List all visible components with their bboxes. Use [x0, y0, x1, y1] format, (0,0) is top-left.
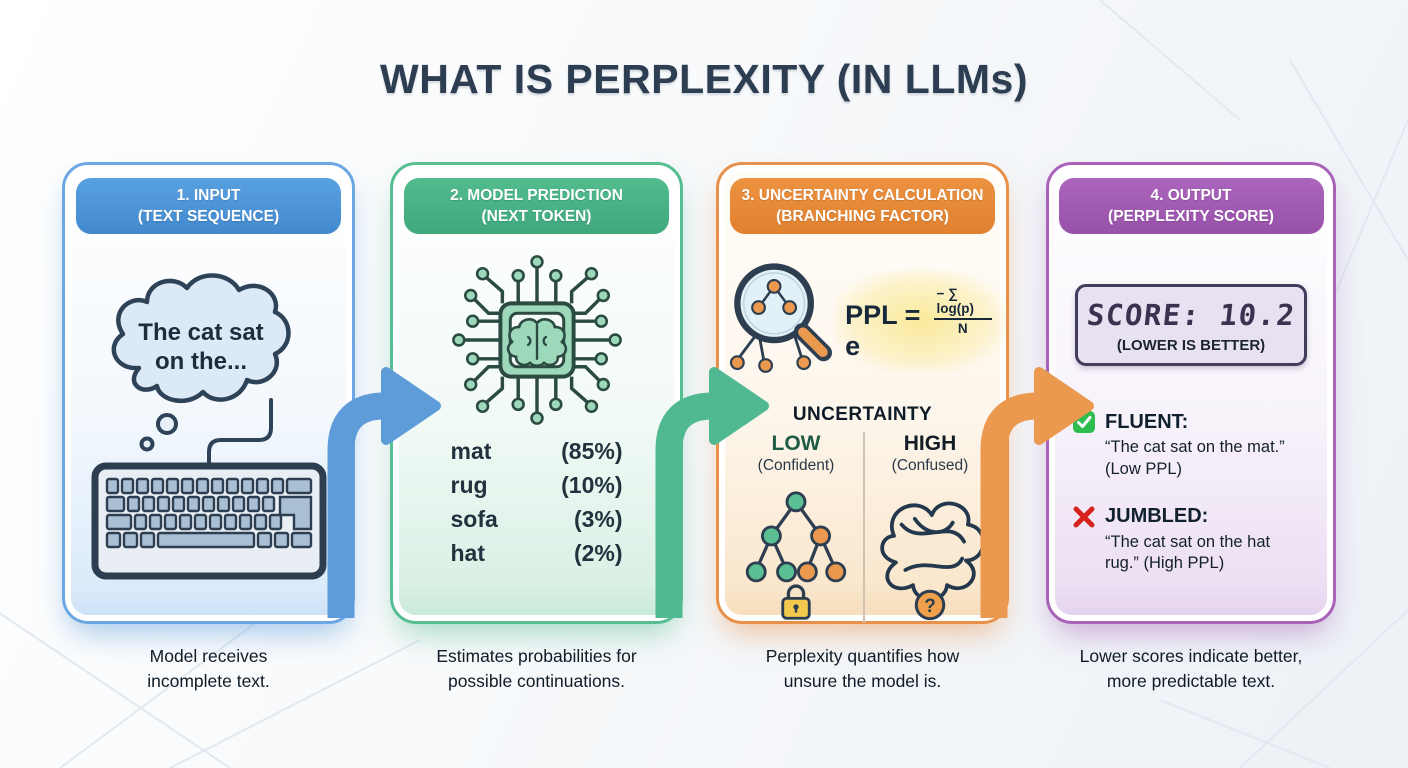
jumbled-text: “The cat sat on the hat rug.” (High PPL) [1105, 532, 1271, 573]
fluent-label: FLUENT: [1105, 410, 1189, 433]
uncertainty-heading: UNCERTAINTY [792, 404, 933, 425]
token-word: rug [450, 472, 488, 498]
card-output-title: 4. OUTPUT [1150, 186, 1232, 204]
uncertainty-columns: LOW (Confident) [730, 432, 996, 623]
caption-uncertainty: Perplexity quantifies how unsure the mod… [765, 646, 960, 691]
card-input: 1. INPUT (TEXT SEQUENCE) The cat sat on … [62, 162, 355, 624]
keyboard-icon [91, 462, 326, 580]
score-value: SCORE: 10.2 [1084, 298, 1298, 332]
token-prob: (2%) [573, 540, 623, 566]
perplexity-formula: PPL = e − ∑ log(p) N [835, 270, 1006, 372]
caption-model-prediction: Estimates probabilities for possible con… [436, 646, 637, 691]
card-output-body: SCORE: 10.2 (LOWER IS BETTER) FLUENT: “T… [1049, 234, 1333, 621]
keyboard-cable [206, 398, 273, 468]
caption-input: Model receives incomplete text. [147, 646, 270, 691]
formula-row: PPL = e − ∑ log(p) N [719, 242, 1006, 400]
ai-chip-brain-icon [451, 255, 622, 425]
token-prob: (85%) [561, 438, 623, 464]
arrow-step1-to-step2-icon [327, 367, 441, 618]
question-mark-icon: ? [914, 589, 946, 621]
token-prob: (10%) [561, 472, 623, 498]
low-uncertainty-column: LOW (Confident) [730, 432, 863, 623]
thought-text-line1: The cat sat [138, 319, 263, 346]
card-model-prediction: 2. MODEL PREDICTION (NEXT TOKEN) [390, 162, 683, 624]
fluent-text: “The cat sat on the mat.” (Low PPL) [1105, 438, 1285, 478]
card-output: 4. OUTPUT (PERPLEXITY SCORE) SCORE: 10.2… [1046, 162, 1336, 624]
card-input-header: 1. INPUT (TEXT SEQUENCE) [76, 178, 341, 234]
arrow-step2-to-step3-icon [655, 367, 769, 618]
arrow-step3-to-step4-icon [980, 367, 1094, 618]
card-model-prediction-header: 2. MODEL PREDICTION (NEXT TOKEN) [404, 178, 669, 234]
tangled-scribble-icon: ? [880, 501, 986, 621]
card-uncertainty-body: PPL = e − ∑ log(p) N UNCERTAINTY LOW (Co… [719, 234, 1006, 623]
token-word: sofa [450, 506, 498, 532]
low-sublabel: (Confident) [757, 457, 835, 474]
cross-mark-icon [1073, 506, 1095, 528]
svg-text:?: ? [924, 596, 936, 617]
thought-cloud-keyboard-illustration: The cat sat on the... [91, 273, 326, 580]
low-label: LOW [771, 432, 821, 455]
fluent-example: FLUENT: “The cat sat on the mat.” (Low P… [1072, 410, 1310, 481]
high-sublabel: (Confused) [891, 457, 969, 474]
formula-exponent: − ∑ log(p) N [933, 286, 992, 336]
padlock-icon [781, 584, 811, 620]
card-uncertainty-subtitle: (BRANCHING FACTOR) [776, 208, 949, 225]
formula-lhs: PPL = e [845, 300, 921, 361]
thought-cloud-icon: The cat sat on the... [111, 273, 291, 452]
caption-output: Lower scores indicate better, more predi… [1079, 646, 1303, 691]
card-output-subtitle: (PERPLEXITY SCORE) [1108, 208, 1274, 225]
magnifier-tree-icon [729, 263, 833, 373]
card-model-prediction-title: 2. MODEL PREDICTION [450, 186, 623, 204]
card-input-subtitle: (TEXT SEQUENCE) [137, 208, 280, 225]
jumbled-label: JUMBLED: [1105, 505, 1209, 528]
card-uncertainty-title: 3. UNCERTAINTY CALCULATION [741, 186, 984, 204]
token-probability-list: mat (85%) rug (10%) sofa (3%) hat (2%) [451, 438, 623, 567]
card-output-header: 4. OUTPUT (PERPLEXITY SCORE) [1058, 178, 1324, 234]
token-prob: (3%) [573, 506, 623, 532]
card-uncertainty: 3. UNCERTAINTY CALCULATION (BRANCHING FA… [716, 162, 1009, 624]
jumbled-example: JUMBLED: “The cat sat on the hat rug.” (… [1072, 505, 1310, 576]
formula-numerator: − ∑ log(p) [933, 286, 992, 320]
score-display: SCORE: 10.2 (LOWER IS BETTER) [1075, 284, 1307, 366]
token-word: hat [450, 540, 486, 566]
ordered-tree-lock-icon [745, 491, 847, 620]
high-uncertainty-column: HIGH (Confused) ? [862, 432, 996, 623]
page-title: WHAT IS PERPLEXITY (IN LLMs) [380, 56, 1028, 102]
card-model-prediction-body: mat (85%) rug (10%) sofa (3%) hat (2%) [393, 234, 680, 621]
token-word: mat [450, 438, 492, 464]
card-model-prediction-subtitle: (NEXT TOKEN) [481, 208, 592, 225]
score-note: (LOWER IS BETTER) [1116, 337, 1266, 354]
formula-denominator: N [957, 321, 968, 336]
high-label: HIGH [903, 432, 957, 455]
card-uncertainty-header: 3. UNCERTAINTY CALCULATION (BRANCHING FA… [730, 178, 995, 234]
card-input-body: The cat sat on the... [65, 234, 352, 621]
thought-text-line2: on the... [155, 348, 247, 375]
card-input-title: 1. INPUT [176, 186, 241, 204]
